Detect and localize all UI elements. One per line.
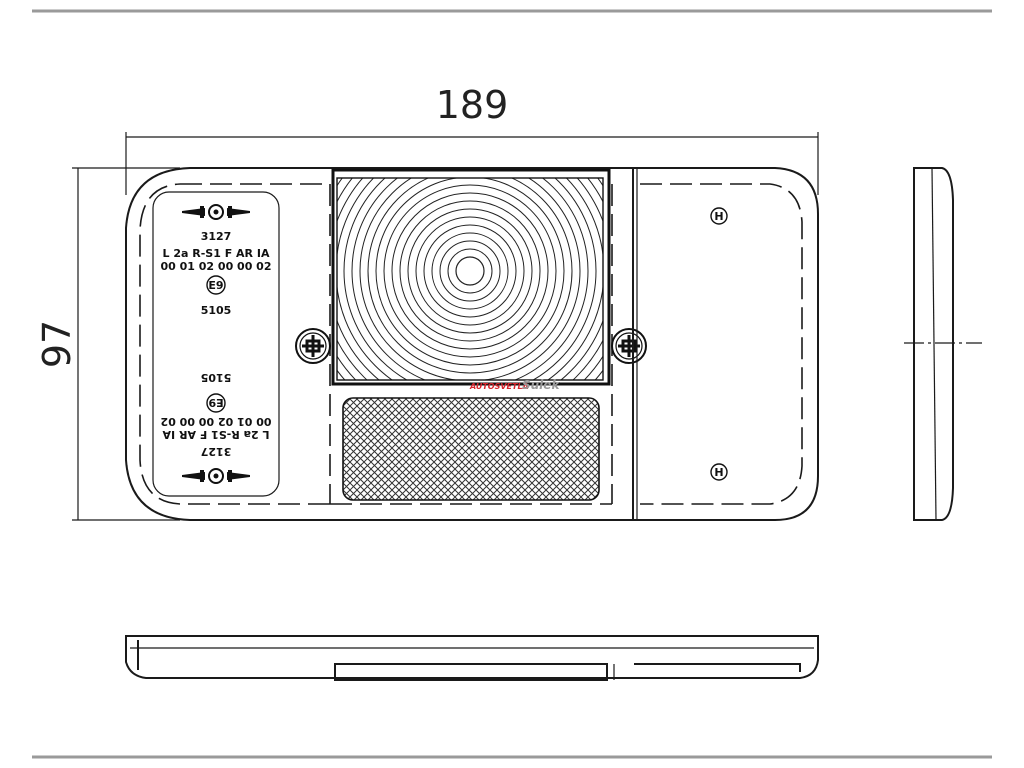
approval-line-2-bottom: 00 01 02 00 00 02 bbox=[161, 415, 272, 428]
h-mark-top: H bbox=[710, 207, 728, 225]
width-label: 189 bbox=[436, 83, 509, 127]
lens-ring bbox=[351, 178, 589, 380]
side-view bbox=[904, 167, 982, 521]
h-mark-top-text: H bbox=[714, 210, 723, 223]
screw-head-right bbox=[611, 328, 647, 364]
type-number-bottom: 3127 bbox=[201, 445, 232, 458]
lens-ring bbox=[415, 216, 525, 326]
approval-line-1-top: L 2a R-S1 F AR IA bbox=[163, 247, 270, 260]
lens-ring bbox=[391, 192, 549, 350]
lens-ring bbox=[407, 208, 533, 334]
type-number-top: 3127 bbox=[201, 230, 232, 243]
bottom-view bbox=[125, 635, 819, 681]
marking-panel: 3127 L 2a R-S1 F AR IA 00 01 02 00 00 02… bbox=[152, 191, 280, 497]
approval-line-2-top: 00 01 02 00 00 02 bbox=[161, 260, 272, 273]
lens-ring bbox=[367, 178, 573, 374]
approval-number-bottom: 5105 bbox=[201, 371, 232, 384]
lens-ring bbox=[359, 178, 581, 380]
lamp-body-outline bbox=[125, 167, 819, 521]
lamp-body-inner-outline bbox=[139, 183, 330, 505]
h-mark-bottom: H bbox=[710, 463, 728, 481]
screw-head-left bbox=[295, 328, 331, 364]
lens-ring bbox=[447, 248, 493, 294]
h-mark-bottom-text: H bbox=[714, 466, 723, 479]
e-mark-top: E9 bbox=[208, 279, 223, 292]
manufacturer-logo-bottom bbox=[182, 468, 250, 484]
lens-concentric bbox=[331, 168, 611, 386]
lens-ring bbox=[439, 240, 501, 302]
height-dimension: 97 bbox=[35, 167, 180, 521]
lens-ring bbox=[343, 178, 597, 380]
lens-ring bbox=[375, 178, 565, 366]
lens-center bbox=[455, 256, 485, 286]
watermark: AUTOSVETLA Sulek bbox=[469, 378, 560, 392]
lens-ring bbox=[431, 232, 509, 310]
watermark-gray: Sulek bbox=[522, 378, 560, 392]
approval-line-1-bottom: L 2a R-S1 F AR IA bbox=[162, 428, 269, 441]
right-lens-outline bbox=[640, 183, 803, 505]
manufacturer-logo-top bbox=[182, 204, 250, 220]
watermark-red: AUTOSVETLA bbox=[469, 382, 529, 391]
width-dimension: 189 bbox=[125, 83, 819, 195]
lens-ring bbox=[383, 184, 557, 358]
lens-ring bbox=[423, 224, 517, 318]
height-label: 97 bbox=[35, 320, 79, 368]
approval-number-top: 5105 bbox=[201, 304, 232, 317]
lens-ring bbox=[399, 200, 541, 342]
reflector-rectangle bbox=[342, 397, 600, 501]
e-mark-bottom: E9 bbox=[208, 396, 223, 409]
